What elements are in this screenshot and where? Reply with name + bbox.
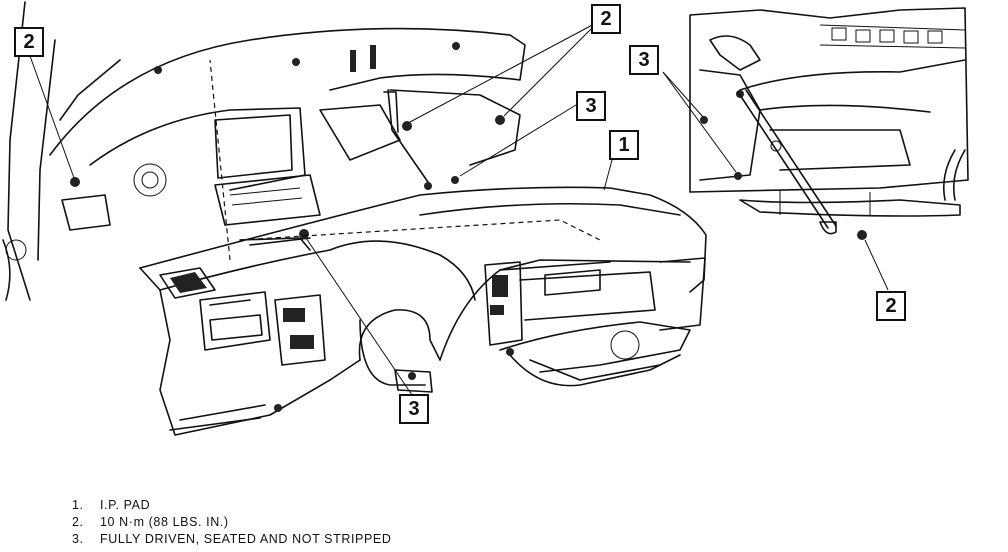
knee-bolster — [359, 319, 433, 393]
legend: 1. I.P. PAD 2. 10 N·m (88 LBS. IN.) 3. FULL… — [72, 497, 391, 548]
cowl-firewall — [49, 27, 526, 251]
a-pillar — [2, 1, 121, 301]
glove-box — [484, 257, 706, 387]
legend-item-2: 2. 10 N·m (88 LBS. IN.) — [72, 514, 391, 531]
inset-view-right — [689, 7, 969, 240]
legend-text: I.P. PAD — [100, 498, 151, 512]
legend-text: FULLY DRIVEN, SEATED AND NOT STRIPPED — [100, 532, 392, 546]
legend-item-1: 1. I.P. PAD — [72, 497, 391, 514]
callout-3-center: 3 — [576, 91, 606, 121]
legend-number: 3. — [72, 532, 84, 546]
callout-2-a-pillar: 2 — [14, 27, 44, 57]
legend-number: 1. — [72, 498, 84, 512]
callout-2-top-center: 2 — [591, 4, 621, 34]
left-switch-bezel — [169, 291, 326, 431]
callout-3-inset: 3 — [629, 45, 659, 75]
callout-1-ip-pad: 1 — [609, 130, 639, 160]
callout-2-inset-bottom: 2 — [876, 291, 906, 321]
legend-number: 2. — [72, 515, 84, 529]
legend-text: 10 N·m (88 LBS. IN.) — [100, 515, 229, 529]
ip-pad — [139, 59, 707, 436]
instrument-panel-pad-diagram — [2, 1, 969, 436]
legend-item-3: 3. FULLY DRIVEN, SEATED AND NOT STRIPPED — [72, 531, 391, 548]
leader-lines — [29, 21, 889, 399]
brace-strut-center — [383, 89, 505, 190]
callout-3-bottom: 3 — [399, 394, 429, 424]
